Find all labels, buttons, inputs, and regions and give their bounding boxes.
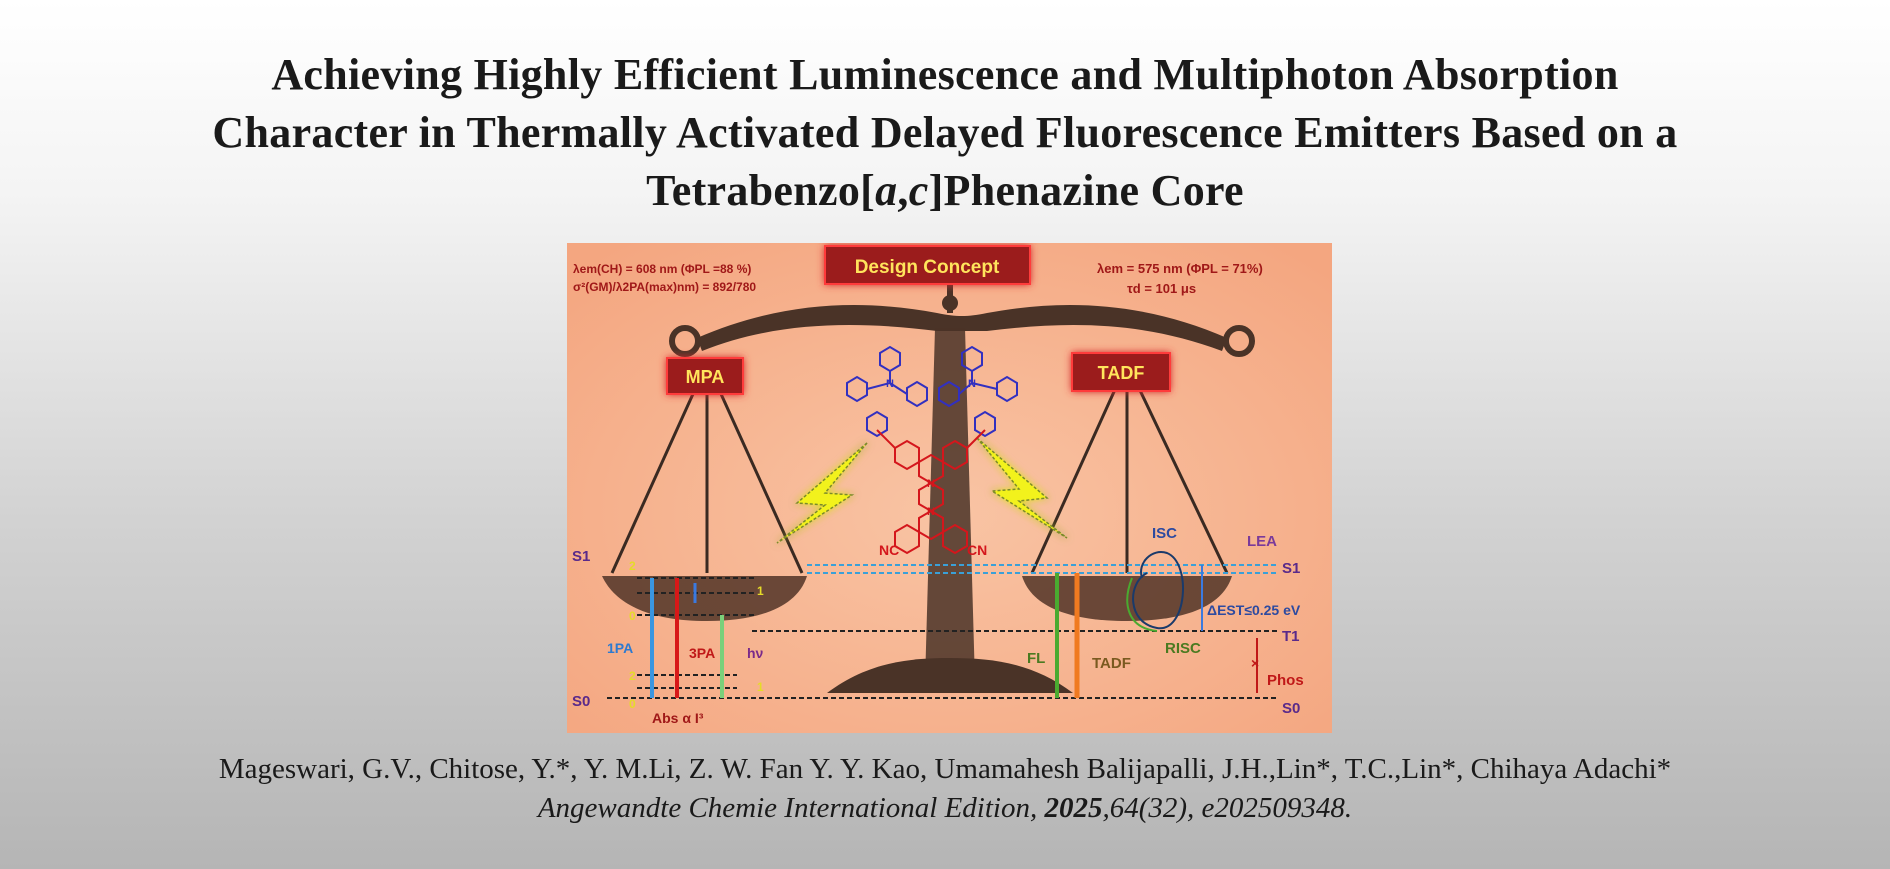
journal-citation: Angewandte Chemie International Edition,…: [40, 790, 1850, 826]
right-s0: S0: [1282, 700, 1300, 717]
isc-label: ISC: [1152, 525, 1177, 542]
tadf-box: [1071, 352, 1171, 392]
nitrile-right: CN: [967, 542, 987, 558]
amine-n-right: N: [968, 378, 976, 390]
core-n-bottom: N: [927, 506, 935, 518]
left-s0: S0: [572, 693, 590, 710]
lvl-2a: 2: [629, 559, 636, 573]
lvl-1a: 1: [757, 584, 764, 598]
isc-risc-loop: [1132, 551, 1184, 630]
lea-label: LEA: [1247, 533, 1277, 550]
molecule-structure: N N N N NC CN: [846, 345, 1018, 558]
journal-volume: ,64(32), e202509348.: [1102, 792, 1353, 824]
onepa-label: 1PA: [607, 640, 633, 656]
title-line-1: Achieving Highly Efficient Luminescence …: [271, 50, 1619, 99]
balance-pillar: [925, 328, 975, 683]
balance-base: [827, 658, 1073, 693]
risc-label: RISC: [1165, 640, 1201, 657]
lvl-0b: 0: [629, 697, 636, 711]
title-line-3: Tetrabenzo[a,c]Phenazine Core: [646, 166, 1244, 215]
phos-label: Phos: [1267, 672, 1304, 689]
journal-name: Angewandte Chemie International Edition,: [537, 792, 1045, 824]
triphenylamine-right: [938, 345, 1018, 438]
amine-n-left: N: [886, 378, 894, 390]
core-n-top: N: [927, 478, 935, 490]
lvl-1b: 1: [757, 680, 764, 694]
delta-est: ΔEST≤0.25 eV: [1207, 602, 1301, 618]
tadf-small-label: TADF: [1092, 655, 1131, 672]
page-title: Achieving Highly Efficient Luminescence …: [60, 46, 1830, 220]
left-s1: S1: [572, 548, 590, 565]
triphenylamine-left: [846, 345, 928, 438]
lvl-2b: 2: [629, 669, 636, 683]
right-lightning-icon: [976, 437, 1068, 539]
threepa-label: 3PA: [689, 645, 715, 661]
tetrabenzophenazine-core: [876, 429, 986, 555]
svg-text:×: ×: [1251, 655, 1259, 671]
design-concept-banner: [824, 245, 1031, 285]
hv-label: hν: [747, 645, 764, 661]
lvl-0a: 0: [629, 609, 636, 623]
journal-year: 2025: [1044, 792, 1103, 824]
right-t1: T1: [1282, 628, 1300, 645]
left-hook: [669, 325, 701, 357]
left-jablonski: S1 S0 2 0 1 2 1 0 1PA 3PA hν Abs α I³: [572, 548, 1277, 726]
abs-label: Abs α I³: [652, 710, 704, 726]
mpa-label: MPA: [686, 367, 725, 387]
author-list: Mageswari, G.V., Chitose, Y.*, Y. M.Li, …: [218, 753, 1672, 785]
banner-label: Design Concept: [855, 257, 1000, 278]
right-hook: [1223, 325, 1255, 357]
left-lightning-icon: [776, 442, 868, 544]
title-line-2: Character in Thermally Activated Delayed…: [212, 108, 1678, 157]
left-stats-1: λem(CH) = 608 nm (ΦPL =88 %): [573, 262, 751, 276]
right-stats-2: τd = 101 μs: [1127, 281, 1196, 296]
mpa-box: [666, 357, 744, 395]
right-stats-1: λem = 575 nm (ΦPL = 71%): [1097, 261, 1263, 276]
tadf-label: TADF: [1098, 363, 1145, 383]
nitrile-left: NC: [879, 542, 899, 558]
fl-label: FL: [1027, 650, 1045, 667]
right-jablonski: ISC LEA S1 ΔEST≤0.25 eV T1 × FL TADF RIS…: [752, 525, 1304, 717]
right-s1: S1: [1282, 560, 1300, 577]
toc-graphic: Design Concept MPA TADF λem(CH) = 608 nm…: [567, 243, 1332, 733]
left-stats-2: σ²(GM)/λ2PA(max)nm) = 892/780: [573, 280, 756, 294]
